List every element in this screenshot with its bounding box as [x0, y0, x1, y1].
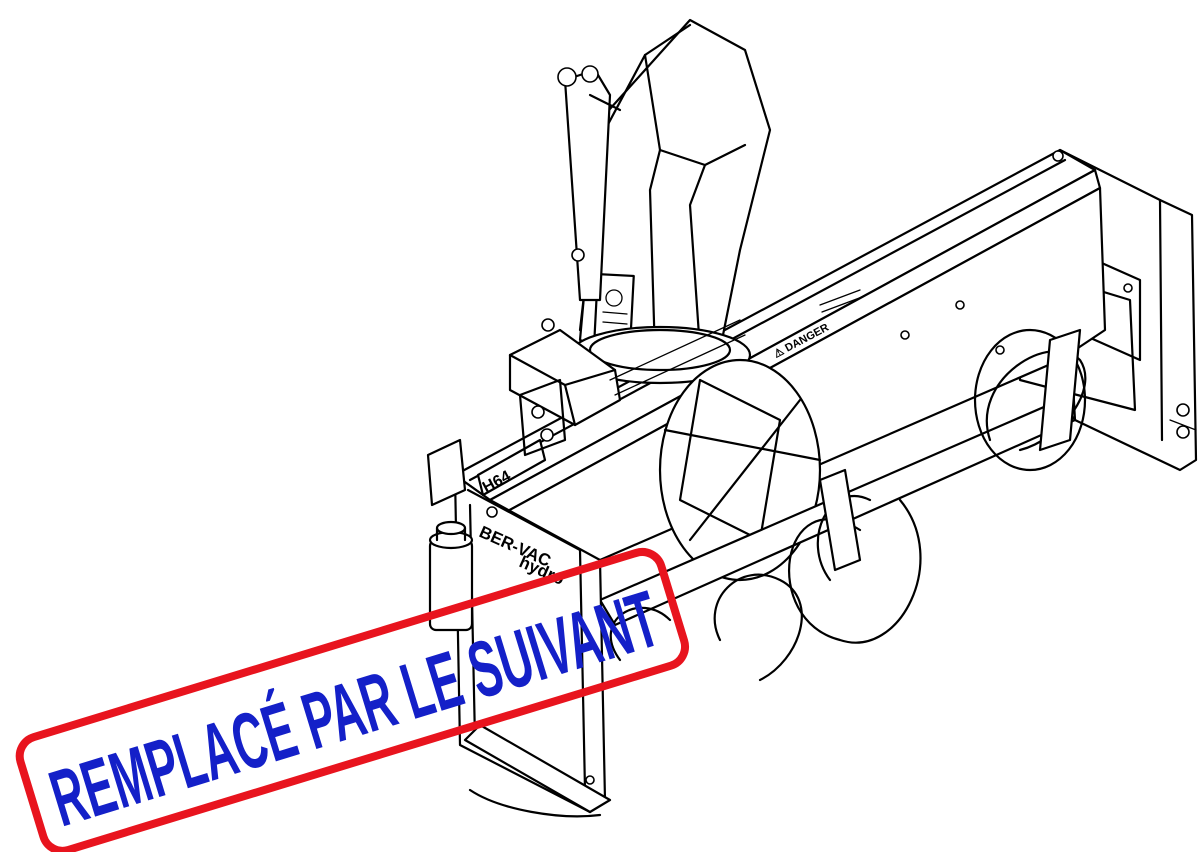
discharge-chute: [568, 18, 772, 385]
skid-shoe: [463, 723, 612, 818]
gear-box: [508, 318, 746, 427]
chute-arm: [557, 65, 622, 302]
top-beam: [453, 148, 1102, 520]
auger: [598, 328, 1087, 682]
stamp-border: [15, 548, 690, 852]
mount-bracket: [426, 378, 567, 507]
